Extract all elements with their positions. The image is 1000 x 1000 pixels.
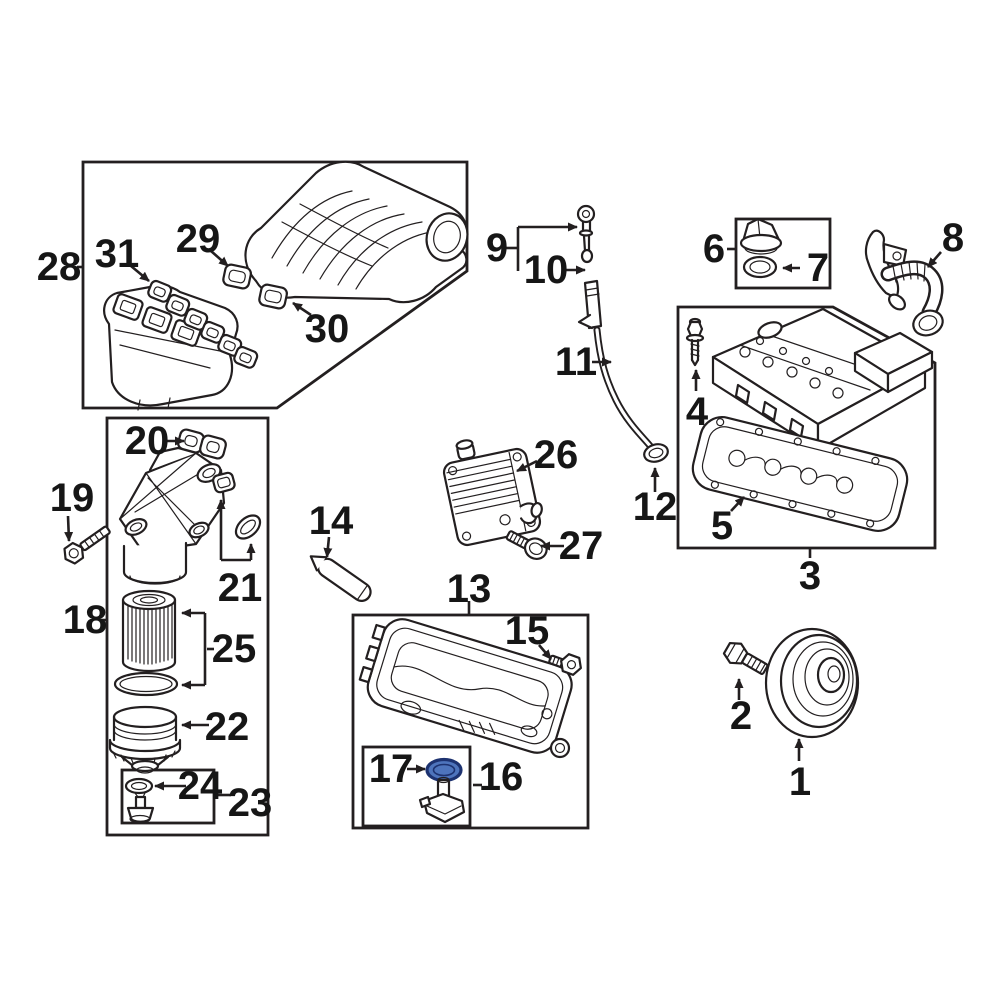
- arrow-15: [538, 644, 552, 660]
- seal-17-inner-ring: [432, 763, 456, 777]
- dipstick-drawing: [576, 204, 655, 451]
- dipstick-tube-seal-12-drawing: [643, 443, 669, 463]
- filter-bracket-gasket-20-drawing: [177, 428, 227, 460]
- arrow-5: [730, 496, 745, 512]
- bracket-bolt-19-drawing: [63, 525, 111, 565]
- arrow-26: [516, 459, 538, 473]
- part-label-28[interactable]: 28: [37, 245, 82, 289]
- part-label-18[interactable]: 18: [63, 598, 108, 642]
- gasket-30-drawing: [258, 283, 288, 310]
- part-label-20[interactable]: 20: [125, 419, 170, 463]
- housing-seal-21a-drawing: [212, 471, 236, 494]
- gasket-29-drawing: [222, 263, 252, 290]
- part-label-16[interactable]: 16: [479, 755, 524, 799]
- part-label-15[interactable]: 15: [505, 609, 550, 653]
- oil-filter-housing-drawing: [118, 446, 226, 585]
- pan-bolt-15-drawing: [548, 653, 582, 676]
- part-label-26[interactable]: 26: [534, 433, 579, 477]
- valve-cover-gasket-5-drawing: [691, 416, 909, 532]
- part-label-27[interactable]: 27: [559, 524, 604, 568]
- pan-plug-16-drawing: [418, 776, 466, 824]
- tube-14-drawing: [309, 555, 372, 602]
- group-box-6: [734, 217, 832, 290]
- arrow-19: [64, 515, 74, 542]
- arrow-29: [210, 250, 229, 267]
- cover-bolt-4-drawing: [685, 317, 705, 367]
- part-label-19[interactable]: 19: [50, 476, 95, 520]
- oil-filler-cap-drawing: [739, 217, 783, 255]
- arrow-31: [130, 265, 150, 282]
- part-label-1[interactable]: 1: [789, 760, 811, 804]
- group-box-16: [361, 745, 472, 828]
- part-label-23[interactable]: 23: [228, 781, 273, 825]
- drain-plug-seal-24-drawing: [124, 777, 154, 795]
- part-label-5[interactable]: 5: [711, 504, 733, 548]
- arrow-8: [927, 251, 942, 268]
- drain-plug-23-drawing: [126, 792, 155, 824]
- intake-manifold-upper-drawing: [244, 160, 469, 304]
- cooler-bolt-27-drawing: [505, 530, 548, 561]
- group-box-28: [81, 160, 469, 410]
- part-label-9[interactable]: 9: [486, 226, 508, 270]
- part-label-21[interactable]: 21: [218, 566, 263, 610]
- part-label-4[interactable]: 4: [686, 390, 709, 434]
- oil-filter-element-25-drawing: [121, 589, 177, 673]
- manifold-gasket-strip-31-drawing: [147, 279, 259, 369]
- pulley-bolt-2-drawing: [722, 641, 769, 675]
- part-label-25[interactable]: 25: [212, 627, 257, 671]
- part-label-7[interactable]: 7: [807, 246, 829, 290]
- group-box-3: [676, 305, 937, 550]
- part-label-22[interactable]: 22: [205, 705, 250, 749]
- oil-pan-drawing: [358, 618, 573, 759]
- arrow-30: [292, 301, 312, 317]
- filter-cap-22-drawing: [108, 705, 182, 774]
- arrow-14: [323, 536, 333, 558]
- part-label-13[interactable]: 13: [447, 567, 492, 611]
- part-label-29[interactable]: 29: [176, 217, 221, 261]
- part-label-17[interactable]: 17: [369, 747, 414, 791]
- camshaft-cover-drawing: [711, 307, 934, 452]
- part-label-10[interactable]: 10: [524, 248, 569, 292]
- part-label-8[interactable]: 8: [942, 216, 964, 260]
- part-label-24[interactable]: 24: [178, 764, 223, 808]
- part-label-14[interactable]: 14: [309, 499, 354, 543]
- breather-hose-drawing: [864, 229, 944, 337]
- crank-pulley-drawing: [764, 627, 860, 739]
- group-box-13: [351, 613, 590, 830]
- cap-seal-7-drawing: [742, 255, 778, 279]
- part-label-6[interactable]: 6: [703, 227, 725, 271]
- part-label-30[interactable]: 30: [305, 307, 350, 351]
- part-label-11[interactable]: 11: [555, 340, 597, 384]
- part-label-31[interactable]: 31: [95, 232, 140, 276]
- housing-seal-21b-drawing: [234, 514, 262, 540]
- group-box-23: [120, 768, 216, 825]
- part-label-3[interactable]: 3: [799, 554, 821, 598]
- filter-oring-25-drawing: [113, 671, 179, 697]
- group-box-18: [105, 416, 270, 837]
- oil-cooler-26-drawing: [442, 439, 543, 547]
- part-label-12[interactable]: 12: [633, 485, 678, 529]
- part-label-2[interactable]: 2: [730, 694, 752, 738]
